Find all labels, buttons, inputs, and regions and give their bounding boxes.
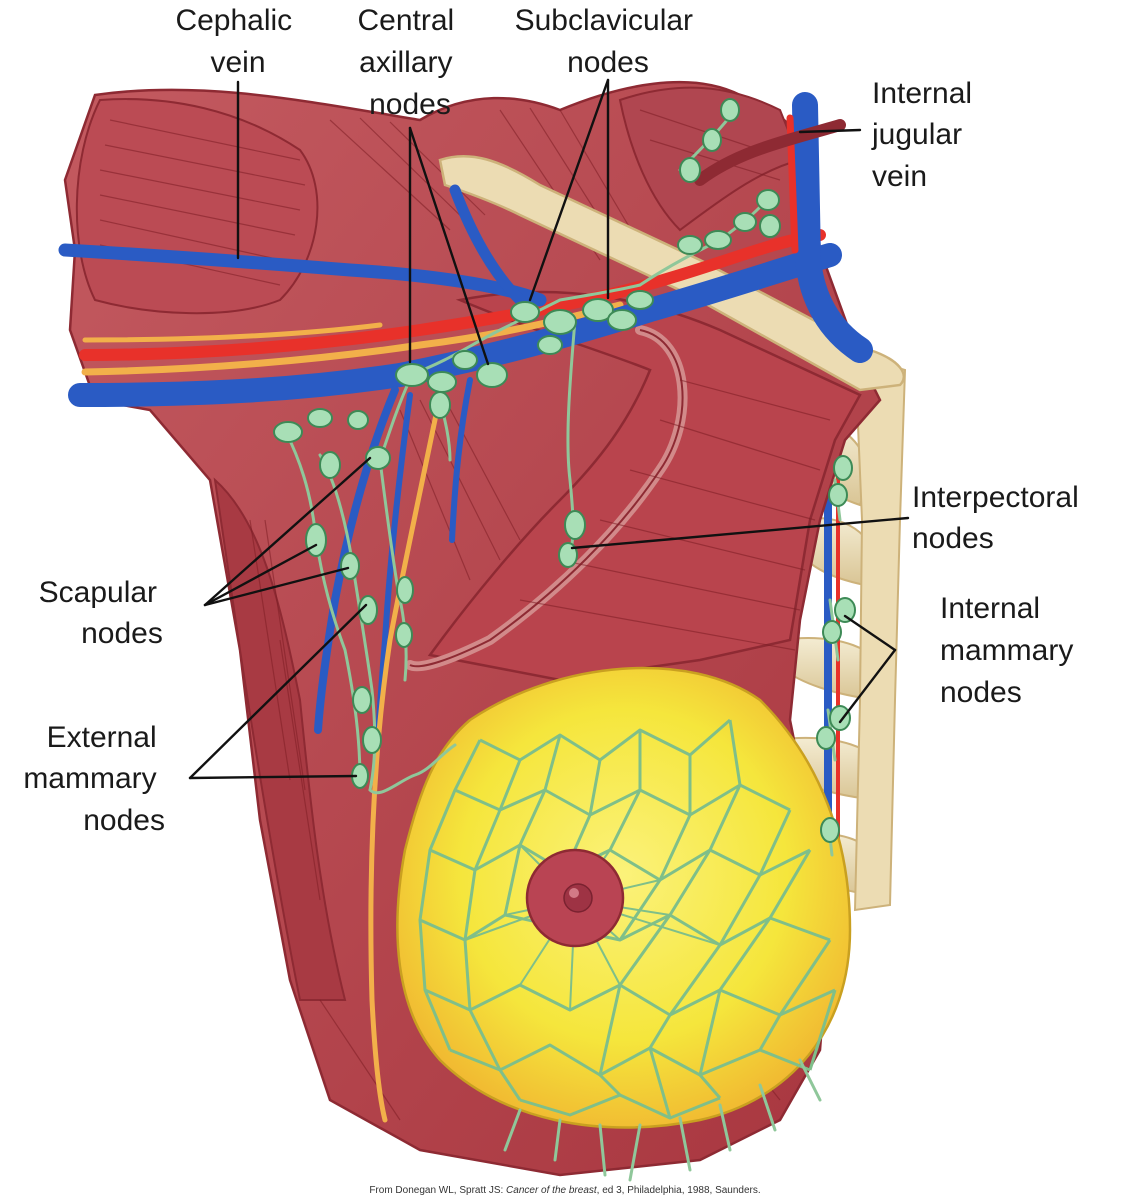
leader-interpectoral	[570, 516, 910, 550]
lymph-node	[733, 212, 757, 232]
leader-scapular-1	[203, 456, 372, 607]
lymph-node	[396, 576, 414, 604]
label-cephalic-vein: Cephalic vein	[175, 4, 300, 79]
lymph-node	[704, 230, 732, 250]
lymph-node	[816, 726, 836, 750]
lymph-node	[476, 362, 508, 388]
lymph-node	[822, 620, 842, 644]
lymph-node	[834, 597, 856, 623]
label-subclavicular-nodes: Subclavicular nodes	[515, 4, 702, 79]
cephalic-vein	[58, 243, 547, 307]
lymph-node	[543, 309, 577, 335]
lymph-node	[307, 408, 333, 428]
lymph-node	[305, 523, 327, 557]
lymph-node	[429, 391, 451, 419]
lymph-node	[273, 421, 303, 443]
lymph-node	[820, 817, 840, 843]
internal-jugular-vein	[792, 92, 873, 363]
label-central-axillary-nodes: Central axillary nodes	[357, 4, 462, 121]
leader-lines	[188, 78, 910, 780]
label-interpectoral-nodes: Interpectoral nodes	[912, 481, 1087, 555]
lymph-node	[833, 455, 853, 481]
lymph-node	[677, 235, 703, 255]
labels: Cephalic vein Central axillary nodes Sub…	[23, 4, 1087, 837]
leader-scapular-2	[203, 543, 318, 607]
label-external-mammary-nodes: External mammary nodes	[23, 721, 165, 837]
label-scapular-nodes: Scapular nodes	[39, 576, 166, 650]
credit-title: Cancer of the breast	[506, 1185, 598, 1196]
leader-central-axillary-2	[408, 126, 490, 366]
lymph-node	[537, 335, 563, 355]
leader-external-mammary-1	[188, 603, 368, 780]
axillary-vein	[68, 243, 842, 407]
lymph-node	[720, 98, 740, 122]
leader-external-mammary-2	[188, 774, 358, 780]
lymph-node	[756, 189, 780, 211]
lymph-node	[395, 363, 429, 387]
leader-internal-mammary-2	[838, 648, 897, 724]
label-internal-mammary-nodes: Internal mammary nodes	[940, 592, 1082, 709]
lymph-node	[347, 410, 369, 430]
lymph-node	[352, 686, 372, 714]
lymph-node	[340, 552, 360, 580]
lymph-node	[679, 157, 701, 183]
lymph-node	[365, 446, 391, 470]
mammary-gland	[396, 666, 852, 1129]
lymph-node	[626, 290, 654, 310]
leader-internal-jugular	[798, 128, 862, 134]
lymph-node	[759, 214, 781, 238]
lymph-node	[582, 298, 614, 322]
ribs	[773, 353, 907, 912]
illustration	[58, 80, 907, 1182]
credit-suffix: , ed 3, Philadelphia, 1988, Saunders.	[597, 1185, 761, 1196]
lymph-node	[452, 350, 478, 370]
lymph-node	[510, 301, 540, 323]
lymph-node	[427, 371, 457, 393]
leader-internal-mammary-1	[843, 614, 897, 652]
label-internal-jugular-vein: Internal jugular vein	[871, 77, 980, 193]
lymph-node	[828, 483, 848, 507]
leader-scapular-3	[203, 566, 350, 607]
lymph-node	[358, 595, 378, 625]
lymph-node	[702, 128, 722, 152]
source-credit: From Donegan WL, Spratt JS: Cancer of th…	[369, 1185, 760, 1196]
credit-prefix: From Donegan WL, Spratt JS:	[369, 1185, 506, 1196]
lymph-nodes	[273, 98, 856, 843]
leader-subclavicular-1	[528, 78, 610, 302]
lymph-node	[395, 622, 413, 648]
lymph-node	[362, 726, 382, 754]
lymph-node	[829, 705, 851, 731]
lymph-node	[564, 510, 586, 540]
lymph-node	[319, 451, 341, 479]
lymph-node	[607, 309, 637, 331]
